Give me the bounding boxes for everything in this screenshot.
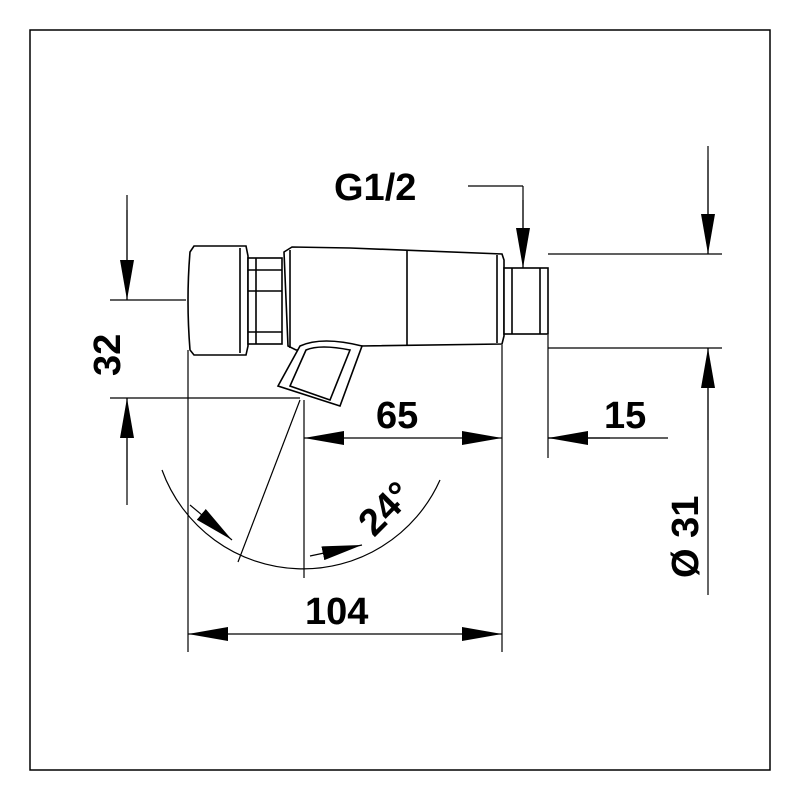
push-button-cap: [187, 245, 249, 356]
dim-label-65: 65: [376, 395, 418, 437]
dim-label-15: 15: [604, 395, 646, 437]
connector-stem: [247, 257, 283, 345]
drawing-frame: [29, 29, 771, 771]
dimension-arrows: [120, 160, 715, 641]
faucet-outline: [187, 245, 549, 407]
arrow-angle-right: [309, 544, 363, 561]
dim-label-diameter: Ø 31: [665, 496, 707, 578]
dim-label-angle: 24°: [351, 474, 421, 544]
dim-label-32: 32: [87, 334, 129, 376]
main-body: [283, 246, 505, 351]
arrow-angle-left: [189, 504, 233, 541]
spout-inner: [288, 346, 352, 402]
threaded-end: [503, 267, 549, 335]
thread-label: G1/2: [334, 167, 416, 209]
dim-label-104: 104: [305, 591, 368, 633]
angle-arc: [161, 469, 441, 570]
